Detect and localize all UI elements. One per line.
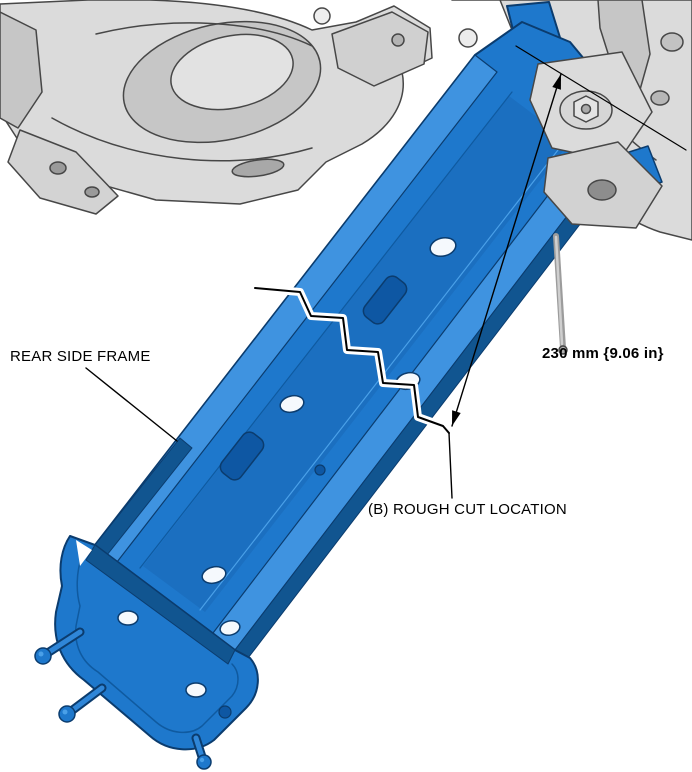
wheel-house-dome-top — [170, 33, 294, 111]
frame-end-bracket — [54, 535, 259, 751]
panel-slot — [231, 158, 285, 178]
mounting-stud — [58, 683, 107, 723]
bracket-hole — [117, 610, 139, 626]
lower-bracket-hole — [587, 179, 617, 201]
dimension-arrow-bottom — [452, 410, 461, 426]
stud-ball — [34, 647, 52, 665]
flange-hole — [49, 161, 67, 175]
right-bracket — [331, 11, 429, 87]
panel-hole — [660, 32, 684, 52]
rear-side-frame-label: REAR SIDE FRAME — [10, 348, 151, 365]
mounting-stud — [191, 733, 212, 770]
frame-crease — [199, 131, 573, 611]
hanging-rod — [553, 233, 568, 355]
panel-hole — [458, 28, 478, 48]
mounting-studs — [34, 627, 212, 770]
rough-cut-line — [254, 287, 450, 434]
frame-hole — [219, 620, 241, 636]
leader-rear-side-frame — [85, 367, 178, 442]
body-structure-upper-left — [0, 0, 433, 215]
mounting-stud — [34, 627, 85, 665]
dimension-arrow-top — [552, 74, 561, 90]
panel-hole — [313, 7, 331, 25]
stud-ball — [58, 705, 76, 723]
panel-details — [51, 22, 313, 162]
frame-small-hole — [314, 464, 326, 476]
dimension-line — [451, 73, 562, 427]
panel-hole — [650, 90, 670, 106]
bracket-small-hole — [218, 705, 232, 719]
flange-hole — [84, 186, 100, 198]
stud-ball — [196, 754, 212, 770]
left-flange — [0, 11, 43, 129]
frame-hole — [279, 394, 305, 414]
frame-slot — [219, 275, 408, 481]
frame-hole — [201, 565, 227, 585]
leader-rough-cut — [448, 432, 453, 499]
bolt-center — [580, 103, 592, 115]
bolt-bracket-assembly — [529, 51, 663, 355]
bracket-inner-outline — [74, 555, 239, 734]
dimension-extension-line — [515, 45, 687, 151]
frame-crease — [139, 91, 513, 569]
bracket-notch — [76, 540, 92, 566]
frame-end-wall — [85, 544, 236, 665]
bracket-hole — [391, 33, 405, 47]
frame-hole — [429, 236, 457, 258]
annotations — [85, 45, 687, 499]
bracket-hole — [185, 682, 207, 698]
dimension-label: 230 mm {9.06 in} — [542, 345, 664, 362]
rough-cut-location-label: (B) ROUGH CUT LOCATION — [368, 501, 567, 518]
